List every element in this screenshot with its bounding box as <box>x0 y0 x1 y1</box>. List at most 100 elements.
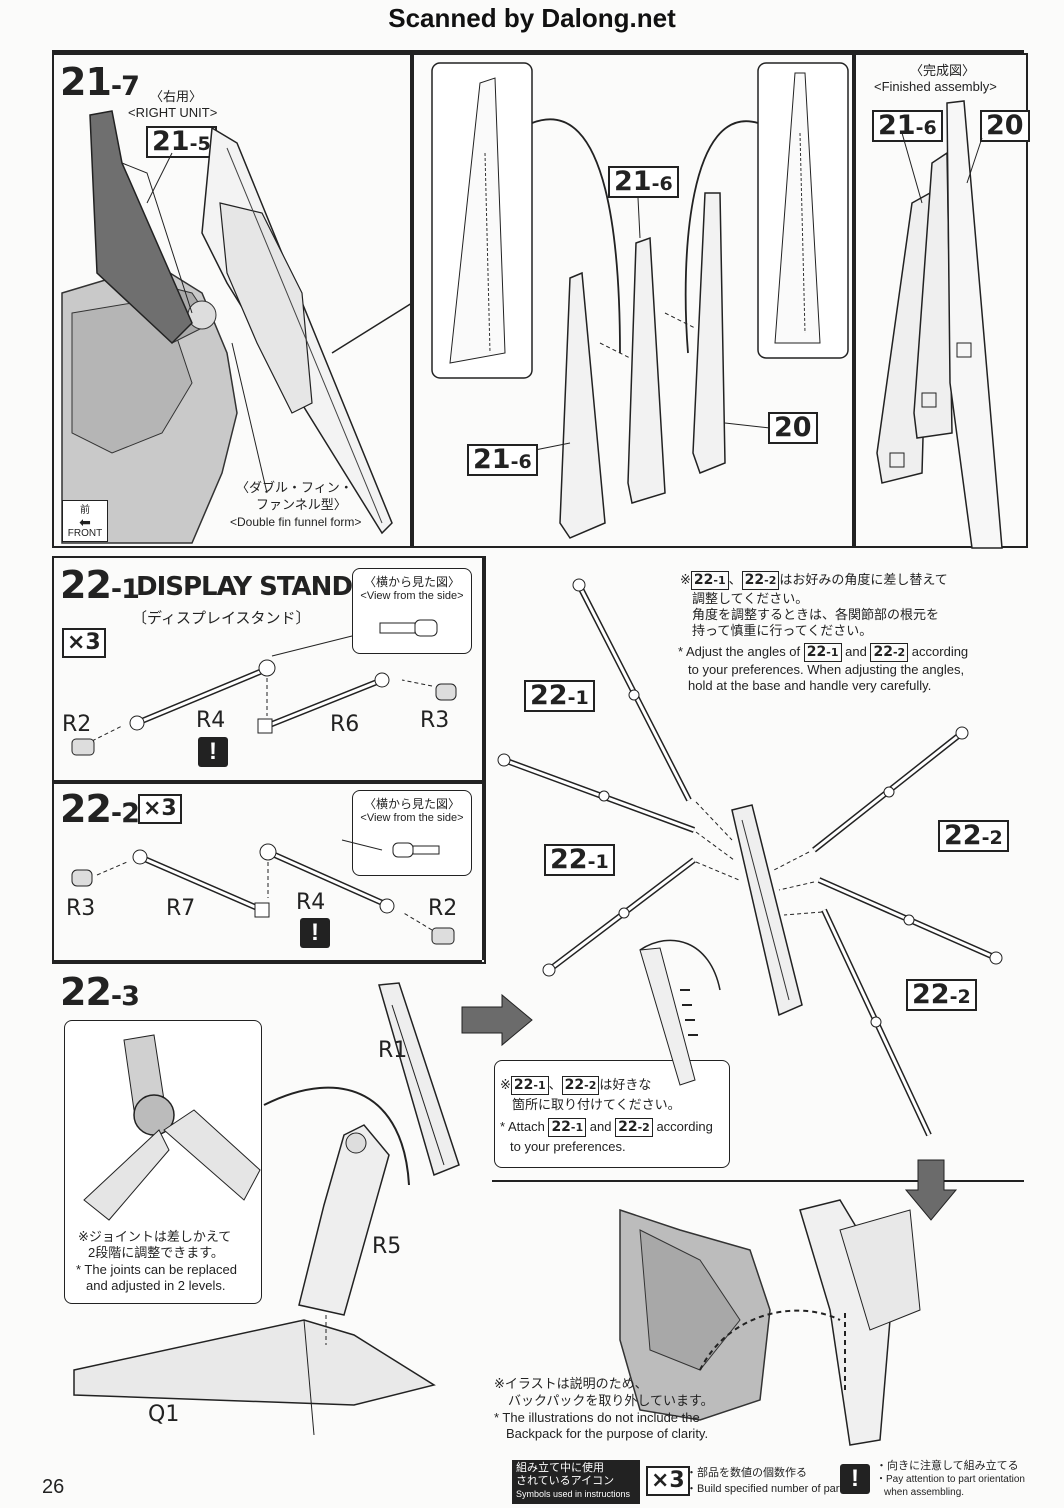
part-r3-22-2: R3 <box>66 896 96 921</box>
joint-note-jp-2: 2段階に調整できます。 <box>88 1245 224 1260</box>
legend-caution-icon: ! <box>840 1464 870 1494</box>
side-view-jp: 〈横から見た図〉 <box>363 575 460 589</box>
joint-note-jp-1: ※ジョイントは差しかえて <box>78 1229 232 1244</box>
icons-legend-title: 組み立て中に使用 されているアイコン Symbols used in instr… <box>512 1460 640 1504</box>
caution-icon-22-2: ! <box>300 918 330 948</box>
finished-label-21-6: 21-6 <box>872 110 943 143</box>
label-20: 20 <box>768 412 818 445</box>
finished-en: <Finished assembly> <box>874 79 997 94</box>
legend-caution-jp: ・向きに注意して組み立てる <box>876 1460 1019 1472</box>
fin-assembly-illustration <box>431 62 849 539</box>
joint-note-en-1: * The joints can be replaced <box>76 1262 237 1277</box>
side-view-joint <box>379 619 438 637</box>
bottom-right-rule <box>492 1180 1024 1182</box>
step-22-1-panel <box>52 556 486 784</box>
finished-label-20: 20 <box>980 110 1030 143</box>
part-r1-22-3: R1 <box>378 1038 408 1063</box>
clarity-note-en-2: Backpack for the purpose of clarity. <box>506 1426 709 1441</box>
finished-assembly-illustration <box>876 100 1003 549</box>
part-r4-22-1: R4 <box>196 708 226 733</box>
clarity-note-jp-2: バックパックを取り外しています。 <box>508 1393 714 1408</box>
attach-note-jp-line2: 箇所に取り付けてください。 <box>512 1097 681 1112</box>
clarity-note-jp-1: ※イラストは説明のため、 <box>494 1376 648 1391</box>
stand-arm-22-1-illustration <box>71 635 457 756</box>
step-22-3-rule <box>52 960 482 962</box>
page-number: 26 <box>42 1476 65 1498</box>
side-view-en: <View from the side> <box>360 590 464 602</box>
step-22-3-number: 22-3 <box>60 970 140 1014</box>
right-unit-en: <RIGHT UNIT> <box>128 105 218 120</box>
label-21-6-a: 21-6 <box>608 166 679 199</box>
step-22-1-number: 22-1 <box>60 563 140 607</box>
arm-label-22-1-b: 22-1 <box>544 844 615 877</box>
clarity-note-en-1: * The illustrations do not include the <box>494 1410 700 1425</box>
part-r4-22-2: R4 <box>296 890 326 915</box>
attach-note-en-line1: * Attach 22-1 and 22-2 according <box>500 1118 713 1137</box>
attach-detail-illustration <box>639 939 721 1086</box>
finished-jp: 〈完成図〉 <box>910 63 976 78</box>
icons-legend-jp-1: 組み立て中に使用 <box>516 1462 604 1474</box>
joint-detail-box <box>64 1020 262 1304</box>
model-on-stand-illustration <box>619 1199 921 1446</box>
stand-base-illustration <box>73 982 460 1436</box>
front-jp: 前 <box>80 505 90 516</box>
angles-note-jp-line4: 持って慎重に行ってください。 <box>692 623 873 638</box>
right-unit-jp: 〈右用〉 <box>150 89 203 104</box>
arrow-right-icon <box>461 993 533 1047</box>
step-21-7-number: 21-7 <box>60 60 140 104</box>
joint-note-en-2: and adjusted in 2 levels. <box>86 1278 226 1293</box>
display-stand-title: DISPLAY STAND <box>136 572 353 602</box>
step-22-2-panel <box>52 780 486 964</box>
legend-count-en: ・Build specified number of parts. <box>686 1483 852 1495</box>
caution-icon-22-1: ! <box>198 737 228 767</box>
arm-label-22-2-a: 22-2 <box>938 820 1009 853</box>
step-21-7-panel <box>52 53 414 548</box>
ref-badge-21-5: 21-5 <box>146 126 217 159</box>
arm-label-22-2-b: 22-2 <box>906 979 977 1012</box>
count-x3-22-1: ×3 <box>62 628 106 658</box>
display-stand-jp: 〔ディスプレイスタンド〕 <box>132 610 311 627</box>
angles-note-en-line2: to your preferences. When adjusting the … <box>688 662 965 677</box>
top-rule <box>52 50 1024 53</box>
part-r2-22-1: R2 <box>62 712 92 737</box>
count-x3-22-2: ×3 <box>138 794 182 824</box>
right-unit-illustration <box>61 110 413 544</box>
part-r7-22-2: R7 <box>166 896 196 921</box>
arm-label-22-1-a: 22-1 <box>524 680 595 713</box>
scan-credit: Scanned by Dalong.net <box>388 3 676 33</box>
arrow-down-icon <box>904 1159 958 1221</box>
stand-arm-22-2-illustration <box>71 839 455 945</box>
attach-note-en-line2: to your preferences. <box>510 1139 626 1154</box>
front-en: FRONT <box>67 528 103 539</box>
side-view-jp-2: 〈横から見た図〉 <box>363 797 460 811</box>
label-21-6-b: 21-6 <box>467 444 538 477</box>
stand-arms-illustration <box>497 578 1003 1137</box>
side-view-en-2: <View from the side> <box>360 812 464 824</box>
part-r5-22-3: R5 <box>372 1234 402 1259</box>
side-view-box-22-1: 〈横から見た図〉 <View from the side> <box>352 568 472 654</box>
angles-note-jp-line2: 調整してください。 <box>692 591 809 606</box>
legend-caution-en-1: ・Pay attention to part orientation <box>876 1474 1025 1485</box>
front-indicator: 前 ⬅ FRONT <box>62 500 108 542</box>
stand-assembly-divider-v <box>482 556 484 960</box>
angles-note-en-line1: * Adjust the angles of 22-1 and 22-2 acc… <box>678 643 969 662</box>
icons-legend-jp-2: されているアイコン <box>516 1475 615 1487</box>
part-r6-22-1: R6 <box>330 712 360 737</box>
legend-caution-en-2: when assembling. <box>884 1487 965 1498</box>
side-view-joint-2 <box>392 842 440 858</box>
angles-note-en-line3: hold at the base and handle very careful… <box>688 678 932 693</box>
double-fin-jp-2: ファンネル型〉 <box>256 497 347 512</box>
angles-note-jp-line3: 角度を調整するときは、各関節部の根元を <box>692 607 940 622</box>
arrow-icon: ⬅ <box>79 514 91 530</box>
double-fin-jp-1: 〈ダブル・フィン・ <box>236 480 353 495</box>
part-q1-22-3: Q1 <box>148 1402 180 1427</box>
finished-panel <box>852 53 1028 548</box>
part-r2-22-2: R2 <box>428 896 458 921</box>
joint-detail-illustration <box>83 1034 261 1221</box>
side-view-box-22-2: 〈横から見た図〉 <View from the side> <box>352 790 472 876</box>
part-r3-22-1: R3 <box>420 708 450 733</box>
legend-count-icon: ×3 <box>646 1466 690 1496</box>
step-22-2-number: 22-2 <box>60 787 140 831</box>
